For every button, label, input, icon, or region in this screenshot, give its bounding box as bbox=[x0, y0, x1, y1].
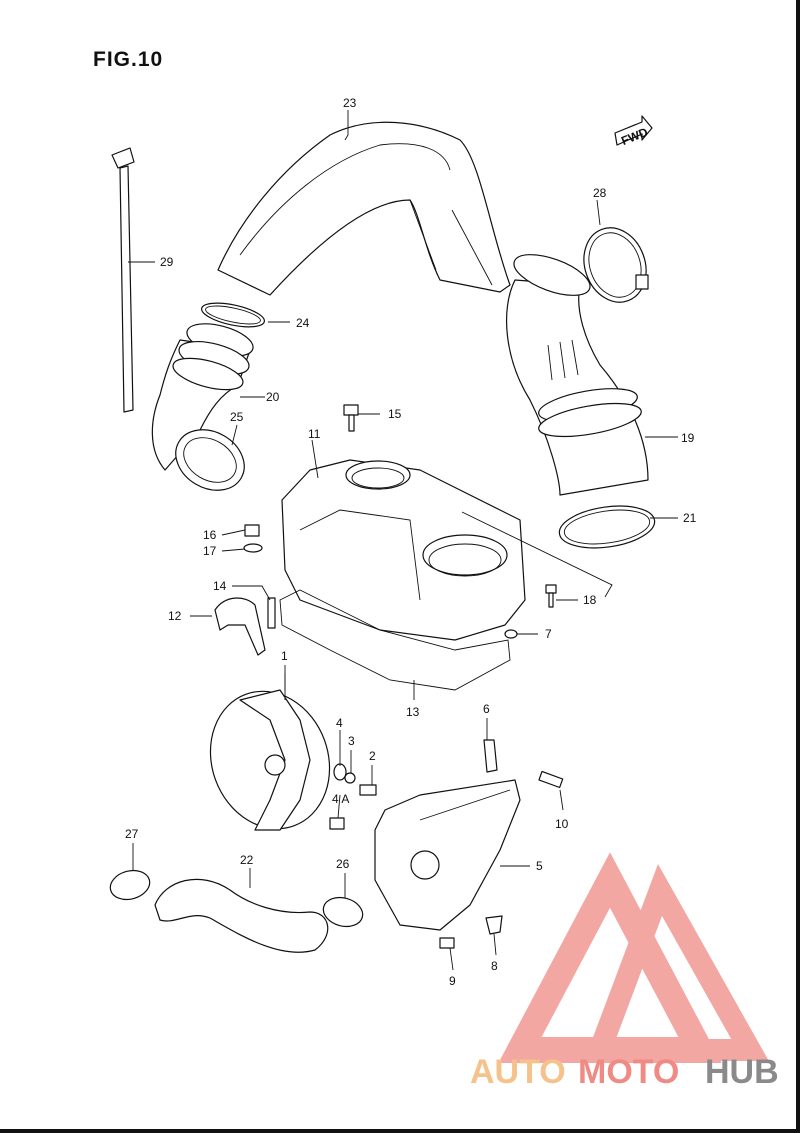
screw-part-9 bbox=[439, 937, 455, 949]
callout-3: 3 bbox=[348, 734, 355, 748]
callout-28: 28 bbox=[593, 186, 607, 200]
bolt-part-18 bbox=[545, 584, 557, 608]
washer-part-4 bbox=[333, 763, 347, 781]
callout-25: 25 bbox=[230, 410, 244, 424]
nut-part-16 bbox=[244, 524, 260, 537]
callout-11: 11 bbox=[308, 427, 321, 441]
washer-part-3 bbox=[344, 772, 356, 784]
callout-2: 2 bbox=[369, 749, 376, 763]
bracket-part-12 bbox=[214, 597, 266, 656]
right-border bbox=[796, 0, 800, 1133]
seal-ring-part-24 bbox=[201, 302, 265, 328]
clamp-part-21 bbox=[558, 505, 656, 549]
watermark-logo-icon bbox=[498, 852, 769, 1063]
fwd-arrow-icon: FWD bbox=[614, 115, 653, 148]
stud-part-14 bbox=[267, 597, 276, 629]
callout-14: 14 bbox=[213, 579, 227, 593]
grommet-part-7 bbox=[504, 629, 518, 639]
callout-4: 4 bbox=[336, 716, 343, 730]
fwd-label: FWD bbox=[619, 125, 650, 148]
air-duct-part-23 bbox=[217, 121, 511, 296]
watermark-word-hub: HUB bbox=[705, 1053, 779, 1091]
washer-part-17 bbox=[243, 543, 263, 553]
bolt-part-10 bbox=[538, 770, 564, 789]
callout-8: 8 bbox=[491, 959, 498, 973]
clamp-part-26 bbox=[322, 896, 364, 928]
callout-20: 20 bbox=[266, 390, 280, 404]
callout-17: 17 bbox=[203, 544, 217, 558]
clamp-part-27 bbox=[109, 869, 151, 901]
bolt-part-15 bbox=[343, 404, 359, 432]
air-cleaner-case-part-11 bbox=[281, 459, 526, 641]
gasket-part-13 bbox=[279, 589, 511, 691]
callout-19: 19 bbox=[681, 431, 695, 445]
band-part-25 bbox=[175, 429, 245, 491]
fan-cover-part-5 bbox=[374, 779, 521, 931]
intake-boot-part-19 bbox=[506, 254, 649, 496]
callout-13: 13 bbox=[406, 705, 420, 719]
callout-7: 7 bbox=[545, 627, 552, 641]
callout-29: 29 bbox=[160, 255, 174, 269]
callout-12: 12 bbox=[168, 609, 182, 623]
callout-22: 22 bbox=[240, 853, 254, 867]
callout-4a: 4 A bbox=[332, 792, 349, 806]
callout-18: 18 bbox=[583, 593, 597, 607]
bolt-part-4a bbox=[329, 817, 345, 830]
bolt-part-2 bbox=[359, 784, 377, 796]
cable-tie-part-29 bbox=[111, 147, 135, 413]
callout-26: 26 bbox=[336, 857, 350, 871]
callout-5: 5 bbox=[536, 859, 543, 873]
callout-10: 10 bbox=[555, 817, 569, 831]
callout-27: 27 bbox=[125, 827, 139, 841]
callout-6: 6 bbox=[483, 702, 490, 716]
clamp-part-28 bbox=[583, 227, 649, 303]
callout-21: 21 bbox=[683, 511, 697, 525]
figure-title: FIG.10 bbox=[93, 48, 164, 71]
callout-9: 9 bbox=[449, 974, 456, 988]
hose-part-22 bbox=[154, 878, 329, 953]
fan-part-1 bbox=[209, 689, 331, 831]
grommet-part-8 bbox=[485, 915, 503, 935]
bottom-border bbox=[0, 1129, 800, 1133]
callout-15: 15 bbox=[388, 407, 402, 421]
fitting-part-6 bbox=[483, 739, 498, 773]
watermark-word-auto: AUTO bbox=[470, 1053, 566, 1091]
callout-23: 23 bbox=[343, 96, 357, 110]
watermark-word-moto: MOTO bbox=[578, 1053, 679, 1091]
callout-16: 16 bbox=[203, 528, 217, 542]
callout-24: 24 bbox=[296, 316, 310, 330]
callout-1: 1 bbox=[281, 649, 288, 663]
intake-boot-part-20 bbox=[151, 323, 254, 471]
